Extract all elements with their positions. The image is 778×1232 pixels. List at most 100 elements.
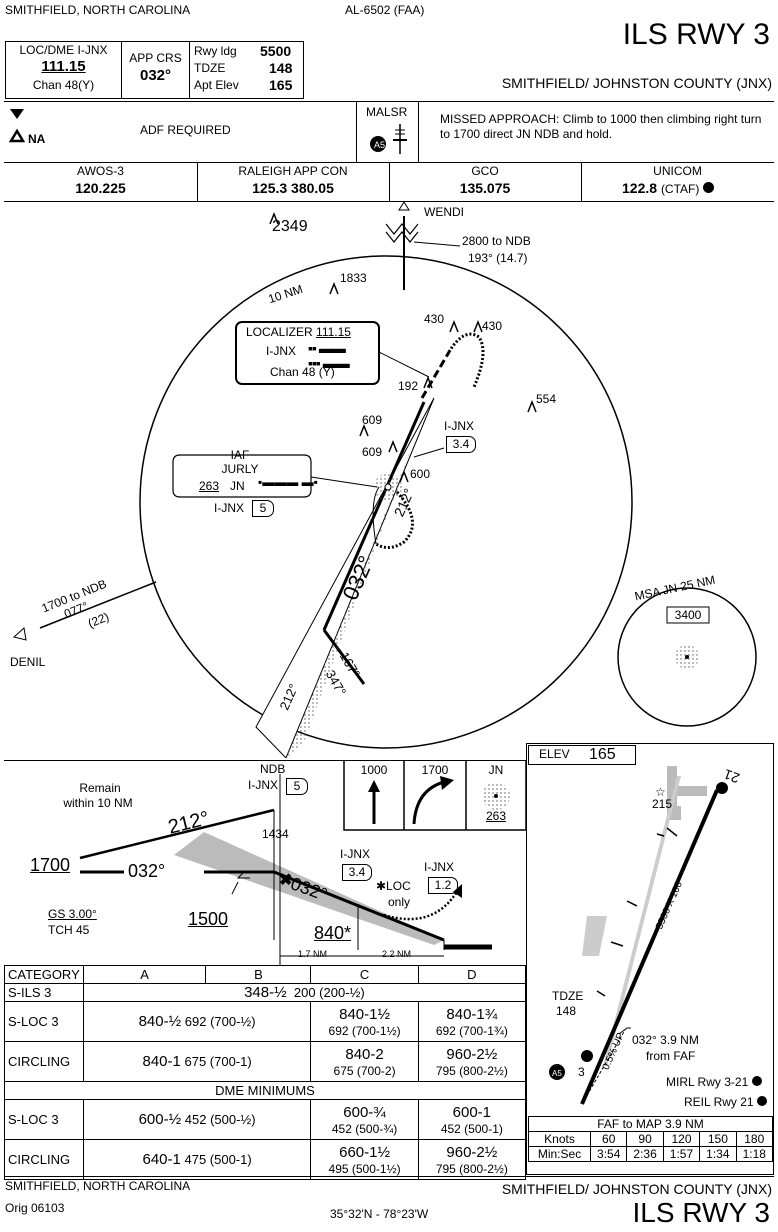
apt-elev: 165 xyxy=(269,77,293,93)
loc-dme-label: LOC/DME I-JNX xyxy=(19,43,108,57)
profile-view: ✖ xyxy=(79,760,526,965)
header-cat-b: B xyxy=(205,965,312,984)
circ-ab: 840-1 675 (700-1) xyxy=(82,1041,312,1082)
route-to-ndb-crs: 193° (14.7) xyxy=(468,251,528,265)
plan-ijnx-5: I-JNX xyxy=(214,501,244,515)
comm-freq-awos: 120.225 xyxy=(75,180,126,196)
profile-dme-12: 1.2 xyxy=(428,877,458,894)
ma-jn: JN xyxy=(488,763,504,777)
svg-text:☆: ☆ xyxy=(655,785,666,799)
apt-elev-label: Apt Elev xyxy=(194,78,239,92)
iaf-label: IAF xyxy=(230,448,250,462)
comm-name-app: RALEIGH APP CON xyxy=(238,164,348,178)
tdze-value: 148 xyxy=(269,60,293,76)
plan-dme-34: 3.4 xyxy=(446,436,476,453)
faf-note-1: 032° 3.9 NM xyxy=(632,1033,699,1047)
row-dme-circling: CIRCLING xyxy=(4,1139,84,1180)
rwy-3-label: 3 xyxy=(578,1065,585,1079)
obstacle-609b: 609 xyxy=(362,445,383,459)
adf-required: ADF REQUIRED xyxy=(140,123,231,137)
row-sloc: S-LOC 3 xyxy=(4,1001,84,1042)
jurly-label: JURLY xyxy=(221,462,259,476)
time-label: Min:Sec xyxy=(527,1146,592,1162)
comm-name-unicom: UNICOM xyxy=(653,164,702,178)
localizer-label: LOCALIZER 111.15 xyxy=(246,325,351,339)
footer-location: SMITHFIELD, NORTH CAROLINA xyxy=(5,1179,191,1193)
ma-jn-freq: 263 xyxy=(485,809,507,823)
localizer-chan: Chan 48 (Y) xyxy=(270,365,335,379)
sloc-ab: 840-½ 692 (700-½) xyxy=(82,1001,312,1042)
obstacle-430b: 430 xyxy=(482,319,503,333)
mirl-note: MIRL Rwy 3-21 xyxy=(666,1075,762,1089)
profile-alt-840: 840* xyxy=(314,923,352,943)
header-cat-a: A xyxy=(82,965,207,984)
rwy-ldg: 5500 xyxy=(260,43,292,59)
dist-17: 1.7 NM xyxy=(298,949,328,959)
sils-value: 348-½ 200 (200-½) xyxy=(82,983,527,1002)
comm-name-gco: GCO xyxy=(471,164,499,178)
airport-diagram-map: A5 ☆ xyxy=(549,766,728,1105)
header-category: CATEGORY xyxy=(4,965,84,984)
obstacle-2349: 2349 xyxy=(272,218,308,235)
ten-nm-ring xyxy=(139,255,633,749)
comms-row: AWOS-3 120.225 RALEIGH APP CON 125.3 380… xyxy=(4,163,774,201)
remain-label: Remain xyxy=(79,781,121,795)
profile-ijnx-5: I-JNX xyxy=(248,778,278,792)
comm-freq-unicom: 122.8 (CTAF) xyxy=(622,180,715,196)
time-180: 1:18 xyxy=(735,1146,774,1162)
header-cat-c: C xyxy=(310,965,419,984)
route-to-ndb: 2800 to NDB xyxy=(462,234,531,248)
time-120: 1:57 xyxy=(662,1146,701,1162)
dsloc-ab: 600-½ 452 (500-½) xyxy=(82,1099,312,1140)
knots-label: Knots xyxy=(527,1131,592,1147)
tdze-diagram-value: 148 xyxy=(556,1004,577,1018)
faf-note-2: from FAF xyxy=(646,1049,696,1063)
svg-text:A5: A5 xyxy=(552,1069,562,1078)
localizer-id: I-JNX xyxy=(266,344,296,358)
comm-freq-app: 125.3 380.05 xyxy=(252,180,334,196)
profile-ndb: NDB xyxy=(260,762,286,776)
tdze-label: TDZE xyxy=(194,61,226,75)
lighting-icon xyxy=(756,1096,767,1106)
time-60: 3:54 xyxy=(590,1146,628,1162)
svg-text:A5: A5 xyxy=(374,140,385,150)
plan-dme-5: 5 xyxy=(252,500,274,517)
header-location: SMITHFIELD, NORTH CAROLINA xyxy=(5,3,191,17)
ma-climb-1700: 1700 xyxy=(421,763,449,777)
plan-view xyxy=(12,202,757,758)
profile-ijnx-12: I-JNX xyxy=(424,860,454,874)
dme-minimums-title: DME MINIMUMS xyxy=(4,1081,526,1100)
jn-id: JN xyxy=(230,479,245,493)
profile-alt-1700: 1700 xyxy=(30,855,71,875)
obstacle-1833: 1833 xyxy=(340,271,367,285)
dcirc-ab: 640-1 475 (500-1) xyxy=(82,1139,312,1180)
procedure-id: AL-6502 (FAA) xyxy=(345,3,425,17)
approach-light-icon: A5 xyxy=(370,124,407,154)
obstacle-609a: 609 xyxy=(362,413,383,427)
header-cat-d: D xyxy=(417,965,527,984)
malsr-label: MALSR xyxy=(366,105,408,119)
freq-box: LOC/DME I-JNX 111.15 Chan 48(Y) APP CRS … xyxy=(5,41,304,99)
profile-alt-1500: 1500 xyxy=(188,909,229,929)
knots-150: 150 xyxy=(699,1131,737,1147)
profile-crs-032: 032° xyxy=(128,861,166,881)
profile-dme-5: 5 xyxy=(286,778,308,795)
app-crs: 032° xyxy=(139,67,172,84)
row-circling: CIRCLING xyxy=(4,1041,84,1082)
knots-90: 90 xyxy=(626,1131,664,1147)
msa-altitude: 3400 xyxy=(674,608,702,622)
loc-freq: 111.15 xyxy=(41,58,86,75)
time-150: 1:34 xyxy=(699,1146,737,1162)
plan-ijnx-34: I-JNX xyxy=(444,419,474,433)
within-label: within 10 NM xyxy=(63,796,133,810)
obstacle-554: 554 xyxy=(536,392,557,406)
comm-freq-gco: 135.075 xyxy=(459,180,511,196)
row-sils: S-ILS 3 xyxy=(4,983,84,1002)
